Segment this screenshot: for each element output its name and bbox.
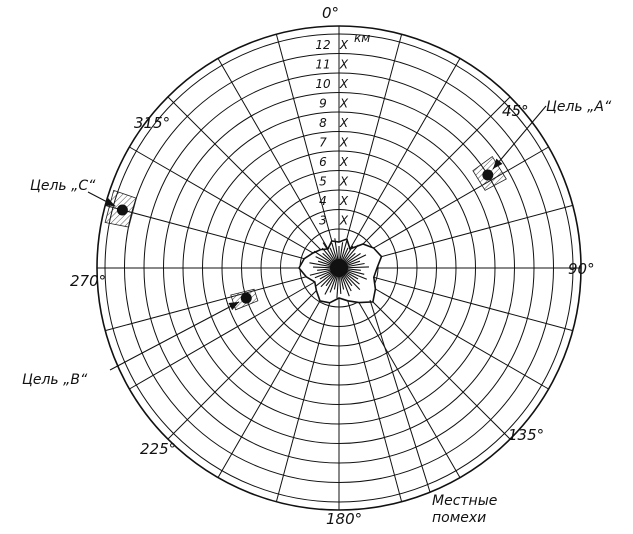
target-c-arrowhead — [104, 198, 116, 207]
range-tick-glyph: X — [339, 155, 349, 169]
target-b-label: Цель „В“ — [22, 372, 88, 388]
angle-label-45: 45° — [502, 102, 529, 120]
clutter-label-line1: Местные — [432, 493, 497, 509]
range-unit-label: км — [354, 31, 370, 45]
range-mark: 12 — [315, 38, 330, 52]
range-tick-glyph: X — [339, 58, 349, 72]
range-mark: 9 — [319, 97, 327, 111]
clutter-leader — [369, 299, 431, 493]
bearing-line — [338, 267, 573, 332]
range-mark: 7 — [319, 136, 327, 150]
range-mark: 3 — [319, 214, 327, 228]
range-tick-glyph: X — [339, 214, 349, 228]
bearing-line — [338, 96, 511, 269]
angle-label-315: 315° — [134, 114, 170, 132]
range-tick-glyph: X — [339, 175, 349, 189]
clutter-core — [330, 259, 348, 277]
range-mark: 4 — [319, 194, 327, 208]
bearing-line — [105, 204, 340, 269]
clutter-label-line2: помехи — [432, 510, 486, 526]
target-a-arrowhead — [492, 158, 503, 169]
target-b-echo — [240, 292, 252, 304]
bearing-line — [105, 267, 340, 332]
range-tick-glyph: X — [339, 97, 349, 111]
bearing-line — [129, 146, 340, 269]
bearing-line — [167, 267, 340, 440]
bearing-line — [167, 96, 340, 269]
angle-label-180: 180° — [326, 510, 362, 528]
range-tick-glyph: X — [339, 136, 349, 150]
bearing-line — [338, 58, 461, 269]
target-a-label: Цель „А“ — [546, 99, 612, 115]
angle-label-225: 225° — [140, 440, 176, 458]
target-b-leader — [109, 301, 240, 371]
range-mark: 6 — [319, 155, 327, 169]
angle-label-270: 270° — [70, 272, 106, 290]
target-b-arrowhead — [228, 301, 240, 311]
range-tick-glyph: X — [339, 194, 349, 208]
angle-label-0: 0° — [322, 4, 339, 22]
bearing-line — [275, 267, 340, 502]
range-tick-glyph: X — [339, 77, 349, 91]
range-tick-glyph: X — [339, 38, 349, 52]
ground-clutter — [298, 237, 431, 493]
target-a-echo — [482, 169, 494, 181]
angle-label-90: 90° — [568, 260, 595, 278]
bearing-lines — [97, 26, 581, 510]
range-mark: 10 — [315, 77, 331, 91]
range-mark: 8 — [319, 116, 327, 130]
angle-label-135: 135° — [508, 426, 544, 444]
range-mark: 5 — [319, 175, 327, 189]
range-tick-glyph: X — [339, 116, 349, 130]
range-mark: 11 — [315, 58, 330, 72]
bearing-line — [129, 267, 340, 390]
bearing-line — [217, 267, 340, 478]
targets — [87, 105, 547, 371]
bearing-line — [338, 34, 403, 269]
bearing-line — [275, 34, 340, 269]
target-c-label: Цель „С“ — [30, 178, 96, 194]
bearing-line — [217, 58, 340, 269]
bearing-line — [338, 267, 403, 502]
target-a-leader — [492, 105, 547, 170]
target-c-echo — [116, 204, 128, 216]
